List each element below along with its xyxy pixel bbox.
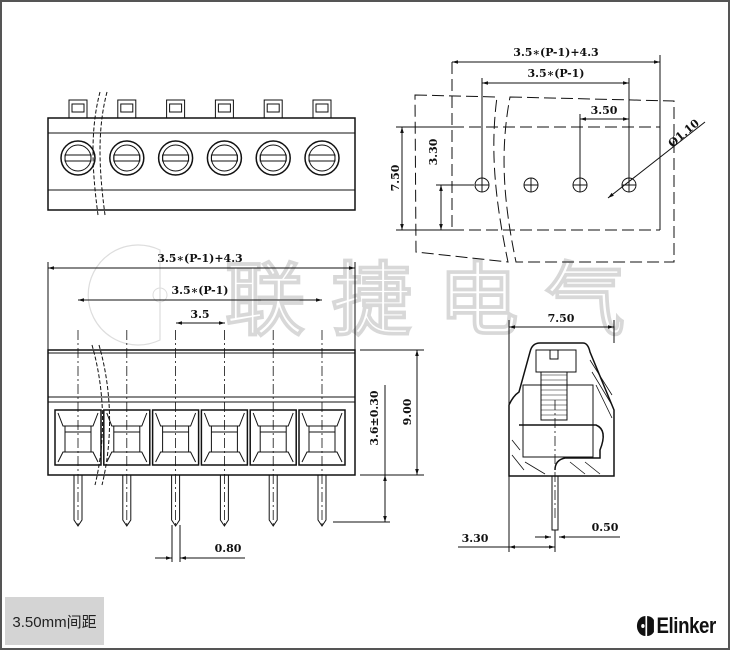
- pin: [171, 475, 181, 527]
- screw-slot: [113, 154, 141, 162]
- screw-slot: [162, 154, 190, 162]
- top-view: [47, 91, 356, 216]
- dim-hole-offset: 3.30: [427, 138, 440, 165]
- pin: [317, 475, 327, 527]
- dim-pitch-span: 3.5∗(P-1): [527, 67, 584, 80]
- front-dim-pin-width: 0.80: [215, 542, 242, 555]
- screw-head: [304, 140, 340, 176]
- brand-name: Elinker: [656, 613, 717, 638]
- screw-inner: [308, 144, 336, 172]
- side-view: 7.50 3.30 0.50: [458, 312, 620, 552]
- front-dim-height: 9.00: [401, 398, 414, 425]
- screw-head: [206, 140, 243, 176]
- screw-inner: [64, 144, 92, 172]
- wire-entry-tab: [166, 99, 186, 119]
- dim-overall: 3.5∗(P-1)+4.3: [513, 46, 598, 59]
- pin: [219, 475, 229, 527]
- wire-entry-tab: [68, 99, 88, 119]
- wire-entry-opening: [71, 103, 85, 113]
- brand-logo-icon: [637, 616, 655, 636]
- front-dim-pitch-span: 3.5∗(P-1): [171, 284, 228, 297]
- pitch-label-text: 3.50mm间距: [12, 613, 97, 631]
- pin: [268, 475, 278, 527]
- front-view: 3.5∗(P-1)+4.3 3.5∗(P-1) 3.5 9.00 3.6±0.3…: [47, 252, 424, 562]
- screw-inner: [210, 144, 238, 172]
- front-dim-pin-length: 3.6±0.30: [368, 390, 381, 445]
- pitch-label: 3.50mm间距: [5, 597, 104, 645]
- pcb-hole-cross: [524, 178, 538, 192]
- screw-slot: [64, 154, 92, 162]
- pin: [73, 475, 83, 527]
- pcb-hole-cross: [475, 178, 489, 192]
- screw-slot: [308, 154, 336, 162]
- pin: [122, 475, 132, 527]
- screw-head: [255, 140, 291, 176]
- front-dim-overall: 3.5∗(P-1)+4.3: [157, 252, 242, 265]
- wire-entry-tab: [117, 99, 137, 119]
- wire-entry-tab: [312, 99, 332, 119]
- screw-head: [109, 140, 145, 176]
- dim-height: 7.50: [389, 164, 402, 191]
- screw-head: [157, 140, 194, 176]
- screw-slot: [259, 154, 287, 162]
- pcb-layout-view: 3.5∗(P-1)+4.3 3.5∗(P-1) 3.50 7.50 3.30 Ø…: [389, 46, 706, 263]
- side-dim-depth: 7.50: [548, 312, 575, 325]
- brand-logo: Elinker: [635, 613, 716, 639]
- front-dim-pitch: 3.5: [190, 308, 209, 321]
- side-dim-pin-thickness: 0.50: [592, 521, 619, 534]
- wire-entry-opening: [120, 103, 134, 113]
- screw-inner: [162, 144, 190, 172]
- screw-inner: [113, 144, 141, 172]
- wire-entry-opening: [315, 103, 329, 113]
- screw-slot: [210, 154, 238, 162]
- wire-entry-tab: [263, 99, 283, 119]
- side-dim-pin-offset: 3.30: [462, 532, 489, 545]
- screw-inner: [259, 144, 287, 172]
- wire-entry-tab: [214, 99, 234, 119]
- dim-pitch: 3.50: [591, 104, 618, 117]
- screw-head: [60, 140, 96, 176]
- wire-entry-opening: [217, 103, 231, 113]
- dim-hole-diameter: Ø1.10: [666, 116, 702, 150]
- pcb-hole-cross: [573, 178, 587, 192]
- wire-entry-opening: [169, 103, 183, 113]
- wire-entry-opening: [266, 103, 280, 113]
